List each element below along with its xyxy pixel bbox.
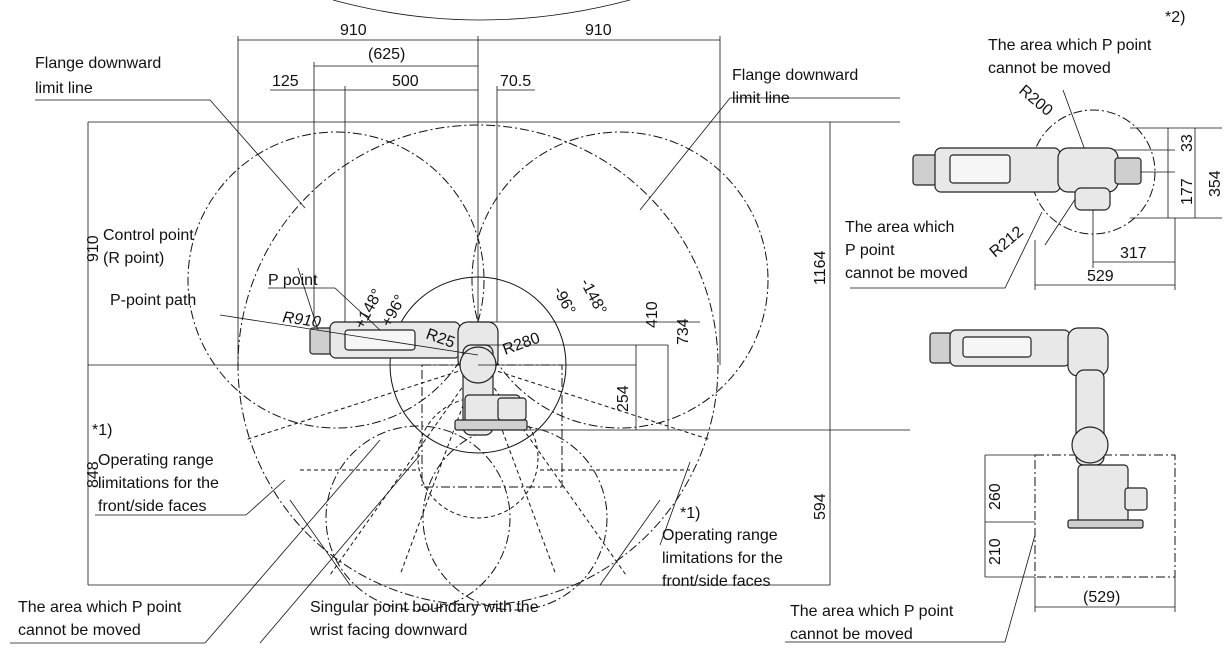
- note1-left-mark: *1): [92, 422, 112, 439]
- dim-529: 529: [1087, 268, 1114, 285]
- dim-70-5: 70.5: [500, 73, 531, 90]
- flange-circle-right: [471, 131, 769, 429]
- p-point-path-label: P-point path: [110, 292, 196, 309]
- flange-limit-left-line1: Flange downward: [35, 55, 161, 72]
- control-point-line1: Control point: [103, 227, 194, 244]
- dim-910-right: 910: [585, 22, 612, 39]
- bottom-area-left-line1: The area which P point: [18, 599, 182, 616]
- note1-right-line3: front/side faces: [662, 573, 771, 590]
- top-arc: [332, 0, 631, 21]
- flange-limit-right-line1: Flange downward: [732, 67, 858, 84]
- control-point-line2: (R point): [103, 250, 164, 267]
- dim-r200: R200: [1015, 82, 1055, 120]
- dim-910-left: 910: [340, 22, 367, 39]
- flange-limit-left-line2: limit line: [35, 80, 93, 97]
- side-view: 260 210 (529) The area which P point can…: [785, 327, 1176, 643]
- dim-260: 260: [987, 483, 1004, 510]
- note2-line2: cannot be moved: [988, 60, 1111, 77]
- dim-594: 594: [812, 493, 829, 520]
- dim-33: 33: [1179, 134, 1196, 152]
- note1-right-line2: limitations for the: [662, 550, 783, 567]
- dim-317: 317: [1120, 245, 1147, 262]
- note2-mark: *2): [1165, 9, 1185, 26]
- robot-side-view: [309, 321, 528, 436]
- singular-line2: wrist facing downward: [309, 622, 467, 639]
- bottom-area-right-line2: cannot be moved: [790, 626, 913, 643]
- main-view-dimensions: 910 910 (625) 125 500 70.5 910 848 1164 …: [85, 22, 829, 520]
- top-view: *2) The area which P point cannot be mov…: [845, 9, 1224, 290]
- dim-848: 848: [85, 461, 102, 488]
- dim-910-vertical: 910: [85, 235, 102, 262]
- lower-circle-left: [325, 425, 511, 611]
- angle-minus-96: -96°: [549, 284, 578, 318]
- bottom-area-right-line1: The area which P point: [790, 603, 954, 620]
- angle-minus-148: -148°: [576, 276, 609, 318]
- flange-limit-right-line2: limit line: [732, 90, 790, 107]
- dim-500: 500: [392, 73, 419, 90]
- dim-354: 354: [1207, 170, 1224, 197]
- dim-254: 254: [615, 385, 632, 412]
- dim-125: 125: [272, 73, 299, 90]
- note1-left-line2: limitations for the: [98, 475, 219, 492]
- top-area-line2: P point: [845, 242, 895, 259]
- dim-410: 410: [644, 301, 661, 328]
- dim-r280: R280: [501, 330, 543, 359]
- p-point-label: P point: [268, 272, 318, 289]
- dim-r910: R910: [281, 309, 321, 331]
- top-area-line1: The area which: [845, 219, 954, 236]
- note2-line1: The area which P point: [988, 37, 1152, 54]
- main-view-geometry: [10, 0, 910, 644]
- dim-210: 210: [987, 538, 1004, 565]
- main-view-labels: Flange downward limit line Flange downwa…: [18, 55, 858, 639]
- bottom-area-left-line2: cannot be moved: [18, 622, 141, 639]
- note1-left-line1: Operating range: [98, 452, 214, 469]
- dim-1164: 1164: [812, 250, 829, 285]
- dim-625: (625): [368, 46, 405, 63]
- singular-line1: Singular point boundary with the: [310, 599, 539, 616]
- note1-right-line1: Operating range: [662, 527, 778, 544]
- dim-529-paren: (529): [1083, 589, 1120, 606]
- dim-734: 734: [675, 318, 692, 345]
- note1-right-mark: *1): [680, 505, 700, 522]
- top-area-line3: cannot be moved: [845, 265, 968, 282]
- dim-177: 177: [1179, 178, 1196, 205]
- flange-circle-left: [187, 131, 485, 429]
- note1-left-line3: front/side faces: [98, 498, 207, 515]
